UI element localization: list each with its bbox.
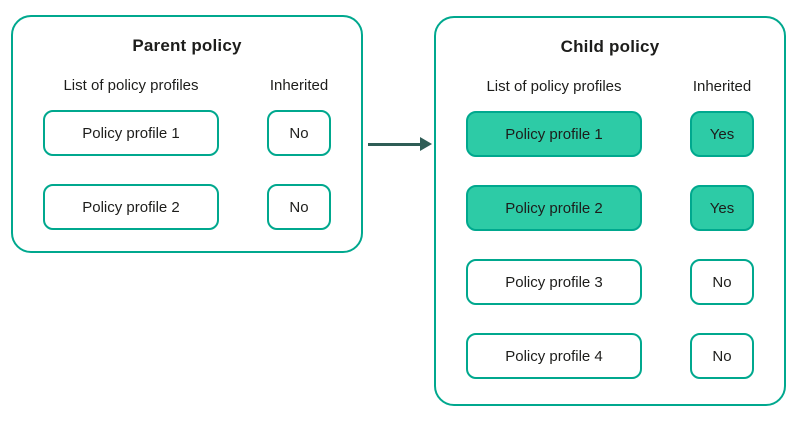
parent-column-header-profiles: List of policy profiles	[63, 77, 199, 94]
child-policy-panel: Child policy List of policy profiles Inh…	[434, 16, 786, 406]
policy-profile-chip: Policy profile 1	[43, 110, 219, 156]
inherited-badge: No	[267, 110, 331, 156]
table-row: Policy profile 1 Yes	[436, 111, 784, 157]
parent-panel-title: Parent policy	[132, 36, 242, 55]
table-row: Policy profile 2 No	[13, 184, 361, 230]
child-panel-title: Child policy	[560, 37, 660, 56]
policy-profile-chip: Policy profile 3	[466, 259, 642, 305]
child-column-header-profiles: List of policy profiles	[486, 78, 622, 95]
parent-column-header-inherited: Inherited	[269, 77, 329, 94]
parent-policy-panel: Parent policy List of policy profiles In…	[11, 15, 363, 253]
table-row: Policy profile 2 Yes	[436, 185, 784, 231]
policy-profile-chip: Policy profile 4	[466, 333, 642, 379]
inherited-badge: Yes	[690, 111, 754, 157]
child-column-header-inherited: Inherited	[692, 78, 752, 95]
policy-profile-chip: Policy profile 2	[43, 184, 219, 230]
table-row: Policy profile 3 No	[436, 259, 784, 305]
inherited-badge: No	[690, 259, 754, 305]
table-row: Policy profile 4 No	[436, 333, 784, 379]
table-row: Policy profile 1 No	[13, 110, 361, 156]
policy-profile-chip: Policy profile 2	[466, 185, 642, 231]
arrow-head	[420, 137, 432, 151]
child-column-headers: List of policy profiles Inherited	[436, 78, 784, 95]
inherited-badge: No	[690, 333, 754, 379]
parent-column-headers: List of policy profiles Inherited	[13, 77, 361, 94]
policy-profile-chip: Policy profile 1	[466, 111, 642, 157]
inherited-badge: Yes	[690, 185, 754, 231]
inheritance-arrow-icon	[366, 135, 434, 153]
child-profile-rows: Policy profile 1 Yes Policy profile 2 Ye…	[436, 111, 784, 379]
inherited-badge: No	[267, 184, 331, 230]
parent-profile-rows: Policy profile 1 No Policy profile 2 No	[13, 110, 361, 230]
arrow-shaft	[368, 143, 421, 146]
